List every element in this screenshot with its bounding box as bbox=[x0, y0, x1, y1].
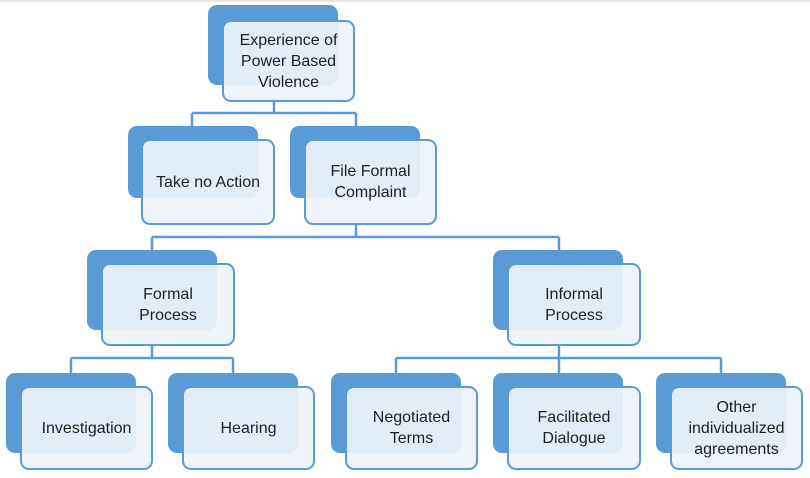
node-front-box: Experience of Power Based Violence bbox=[222, 20, 355, 102]
node-front-box: Other individualized agreements bbox=[670, 386, 803, 470]
node-label: Other individualized agreements bbox=[688, 398, 785, 458]
node-label: Hearing bbox=[220, 419, 277, 437]
node-front-box: File Formal Complaint bbox=[304, 139, 437, 225]
node-front-box: Formal Process bbox=[101, 263, 235, 346]
connector-formal-children bbox=[69, 345, 235, 373]
node-label: Negotiated Terms bbox=[372, 409, 451, 447]
node-label: Take no Action bbox=[155, 173, 261, 191]
node-label: Experience of Power Based Violence bbox=[239, 31, 338, 91]
node-label: Facilitated Dialogue bbox=[537, 409, 611, 447]
connector-root-children bbox=[190, 101, 358, 126]
node-front-box: Take no Action bbox=[141, 139, 275, 225]
node-front-box: Facilitated Dialogue bbox=[507, 386, 641, 470]
connector-complaint-children bbox=[150, 224, 561, 250]
node-front-box: Negotiated Terms bbox=[345, 386, 478, 470]
node-label: Investigation bbox=[41, 419, 132, 437]
node-label: Formal Process bbox=[139, 285, 197, 324]
node-front-box: Investigation bbox=[20, 386, 153, 470]
node-front-box: Hearing bbox=[182, 386, 315, 470]
node-front-box: Informal Process bbox=[507, 263, 641, 346]
node-label: File Formal Complaint bbox=[330, 163, 411, 201]
connector-informal-children bbox=[394, 345, 723, 373]
node-label: Informal Process bbox=[545, 285, 603, 324]
top-border-line bbox=[0, 0, 810, 2]
